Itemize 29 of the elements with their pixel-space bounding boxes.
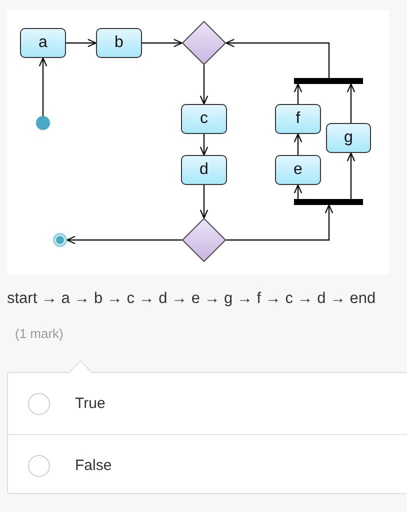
arrow [294,133,302,155]
decision-diamond [182,218,226,262]
activity-box: f [275,104,321,134]
arrow [142,38,183,48]
arrow [66,236,182,244]
arrow [225,38,330,78]
sync-bar [294,78,363,84]
activity-box: g [326,123,371,153]
decision-diamond [182,21,226,65]
option-label: False [75,457,112,474]
sync-bar [294,199,363,205]
arrow [200,185,208,219]
activity-box: b [96,28,142,58]
arrow [200,65,208,105]
activity-box: e [275,155,321,185]
marks-note: (1 mark) [15,326,64,341]
activity-box: c [181,104,227,134]
arrow [294,83,302,104]
arrow [38,57,48,116]
arrow [346,83,356,123]
arrow [226,204,334,241]
arrow [294,184,302,199]
activity-box: a [20,28,66,58]
option-label: True [75,395,106,412]
question-text: start → a → b → c → d → e → g → f → c → d → end [7,290,377,308]
arrow [346,152,356,199]
arrow [66,38,97,48]
arrow [200,134,208,156]
activity-box: d [181,155,227,185]
